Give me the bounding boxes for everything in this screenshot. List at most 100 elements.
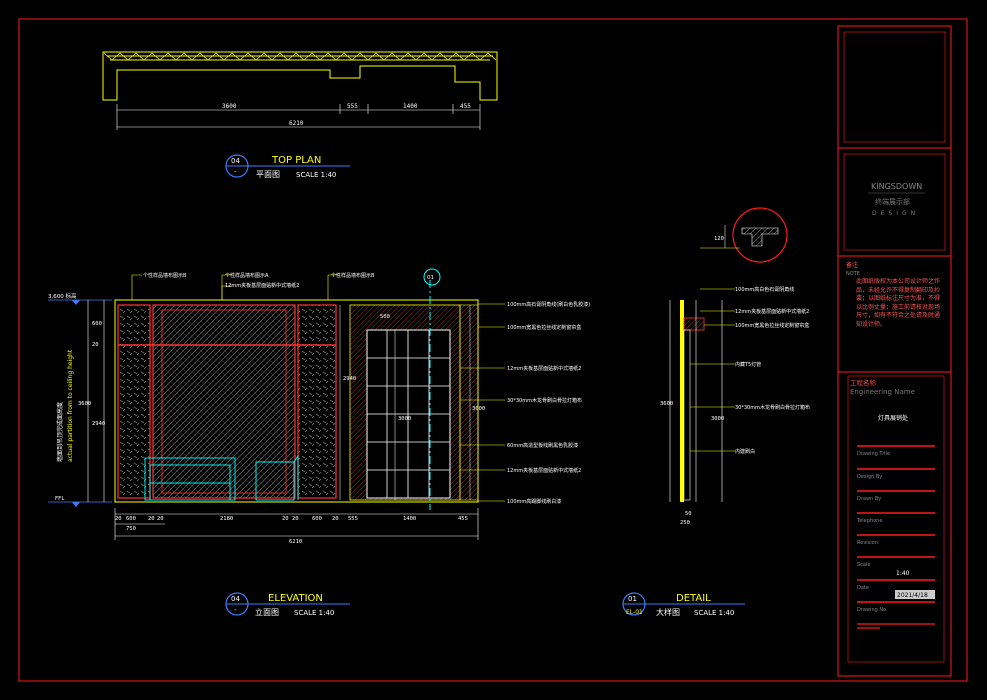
height-caption: 墙面到吊顶完成面高度 actual partition from to ceil…	[56, 349, 74, 462]
sofa-outline	[144, 454, 299, 501]
detail-badge-sub: EL-01	[626, 609, 643, 616]
bottom-dim-sub: 750	[126, 526, 136, 532]
elev-left-dim-2: 20	[92, 342, 99, 348]
height-caption-en: actual partition from to ceiling height	[67, 349, 74, 462]
sheet-frame	[18, 18, 968, 682]
elevation: 3,600 标高 FFL 墙面到吊顶完成面高度 actual partition…	[48, 268, 590, 617]
top-plan-dim-2: 555	[347, 103, 358, 110]
bottom-dim-total: 6210	[289, 539, 302, 545]
date-value: 2021/4/18	[897, 592, 928, 599]
project-name: 灯具展销处	[878, 414, 908, 422]
elevation-badge-sub: -	[234, 606, 237, 614]
title-block: KINGSDOWN 终端展示部 DESIGN 备注 NOTE 此图纸版权为本公司…	[837, 25, 952, 677]
center-feature-panel	[152, 304, 296, 499]
company-sub: DESIGN	[872, 210, 919, 217]
top-plan-subtitle: 平面图	[256, 170, 280, 179]
detail-callout-5: 30*30mm木龙骨刷白骨拉灯箱布	[735, 404, 810, 411]
field-date: Date	[857, 585, 869, 591]
detail-dim-bottom: 250	[680, 520, 690, 526]
detail-dim-height: 3600	[660, 401, 673, 407]
top-plan-truss	[103, 52, 497, 61]
bottom-dim-12: 455	[458, 516, 468, 522]
section-mark-num: 01	[427, 275, 434, 281]
bottom-dim-9: 20	[332, 516, 339, 522]
detail-callout-2: 12mm夹板基层面贴新中式墙纸2	[735, 308, 809, 315]
level-top-label: 3,600 标高	[48, 292, 77, 300]
section-mark	[423, 268, 441, 286]
bottom-dim-5: 2180	[220, 516, 233, 522]
company-logo: KINGSDOWN	[871, 182, 922, 191]
top-plan-dim-1: 3600	[222, 103, 237, 110]
detail-scale: SCALE 1:40	[694, 609, 734, 617]
elev-height-total: 3600	[78, 401, 91, 407]
detail-dim-small: 120	[714, 236, 724, 242]
elev-left-dim-3: 2940	[92, 421, 105, 427]
callout-top-2: 个性样品墙布图示A	[225, 272, 269, 279]
bottom-dim-6: 20	[282, 516, 289, 522]
field-scale: Scale	[857, 562, 870, 568]
field-design-by: Design By	[857, 474, 882, 480]
field-drawing-title: Drawing Title	[857, 451, 890, 457]
detail-dim-inner: 3000	[711, 416, 724, 422]
field-revision: Revision	[857, 540, 878, 546]
bottom-dim-7: 20	[292, 516, 299, 522]
detail-title: DETAIL	[676, 593, 711, 604]
elev-inner-dim-2: 3000	[398, 416, 411, 422]
bottom-dim-3: 20	[148, 516, 155, 522]
level-bottom-label: FFL	[55, 496, 65, 502]
detail-callout-4: 内藏T5灯管	[735, 361, 761, 368]
elevation-badge-num: 04	[231, 595, 240, 603]
callout-right-2: 100mm宽黑色拉丝线定制窗帘盒	[507, 324, 581, 331]
note-text: 此图纸版权为本公司设计师之作品，未经允许不得复制翻印及抄袭；以图纸标注尺寸为准，…	[856, 278, 941, 328]
callout-right-4: 30*30mm木龙骨刷白骨拉灯箱布	[507, 397, 582, 404]
field-drawn-by: Drawn By	[857, 496, 881, 502]
bottom-dim-10: 555	[348, 516, 358, 522]
project-label-en: Engineering Name	[850, 388, 915, 396]
detail-label: 01 EL-01 DETAIL 大样图 SCALE 1:40	[622, 592, 745, 617]
top-plan-badge-sub: -	[234, 168, 237, 176]
elevation-label: 04 - ELEVATION 立面图 SCALE 1:40	[225, 592, 350, 617]
detail-callout-1: 100mm高白色石膏阴角线	[735, 286, 794, 293]
detail-magnifier	[732, 207, 788, 263]
right-wallcovering-panel	[297, 304, 337, 499]
top-plan-badge-num: 04	[231, 157, 240, 165]
scale-value: 1:40	[896, 570, 910, 577]
detail-dim-bottom-2: 50	[685, 511, 692, 517]
project-label: 工程名称	[850, 378, 877, 387]
callout-right-1: 100mm高石膏阴角线(刷白色乳胶漆)	[507, 301, 590, 308]
callout-top-4: 个性样品墙布图示B	[331, 272, 375, 279]
note-en: NOTE	[846, 271, 860, 277]
top-plan-title: TOP PLAN	[271, 155, 321, 166]
bottom-dim-4: 20	[157, 516, 164, 522]
top-plan-label: 04 - TOP PLAN 平面图 SCALE 1:40	[225, 154, 350, 179]
elev-inner-dim-4: 500	[380, 314, 390, 320]
elev-left-dim-1: 600	[92, 321, 102, 327]
field-drawing-no: Drawing No	[857, 607, 886, 613]
bottom-dim-1: 20	[115, 516, 122, 522]
field-telephone: Telephone	[856, 518, 882, 524]
callout-right-5: 60mm高造型板线刷黑色乳胶漆	[507, 442, 578, 449]
detail: 120 3600 3000 250 50 100mm高白色石膏阴角线	[622, 207, 810, 617]
callout-top-3: 12mm夹板基层面贴新中式墙纸2	[225, 282, 299, 289]
top-plan-dim-4: 455	[460, 103, 471, 110]
level-markers: 3,600 标高 FFL	[48, 292, 112, 507]
top-plan: 3600 555 1400 455 6210 04 - TOP PLAN 平面图…	[102, 51, 498, 179]
detail-section-profile	[669, 300, 723, 502]
callout-top-1: 个性样品墙布图示B	[143, 272, 187, 279]
detail-subtitle: 大样图	[656, 607, 680, 617]
callout-right-7: 100mm高踢脚线刷白漆	[507, 498, 561, 505]
elevation-title: ELEVATION	[268, 593, 323, 604]
detail-badge-num: 01	[628, 595, 637, 603]
elevation-scale: SCALE 1:40	[294, 609, 334, 617]
bottom-dim-11: 1400	[403, 516, 416, 522]
callout-right-3: 12mm夹板基层面贴新中式墙纸2	[507, 365, 581, 372]
elev-inner-dim-1: 2940	[343, 376, 356, 382]
company-cn: 终端展示部	[875, 197, 910, 206]
top-plan-dim-total: 6210	[289, 120, 304, 127]
top-plan-dimensions	[116, 104, 481, 130]
elev-inner-dim-3: 3600	[472, 406, 485, 412]
detail-callout-6: 内建刷白	[735, 448, 755, 455]
top-plan-scale: SCALE 1:40	[296, 171, 336, 179]
height-caption-cn: 墙面到吊顶完成面高度	[56, 402, 64, 462]
